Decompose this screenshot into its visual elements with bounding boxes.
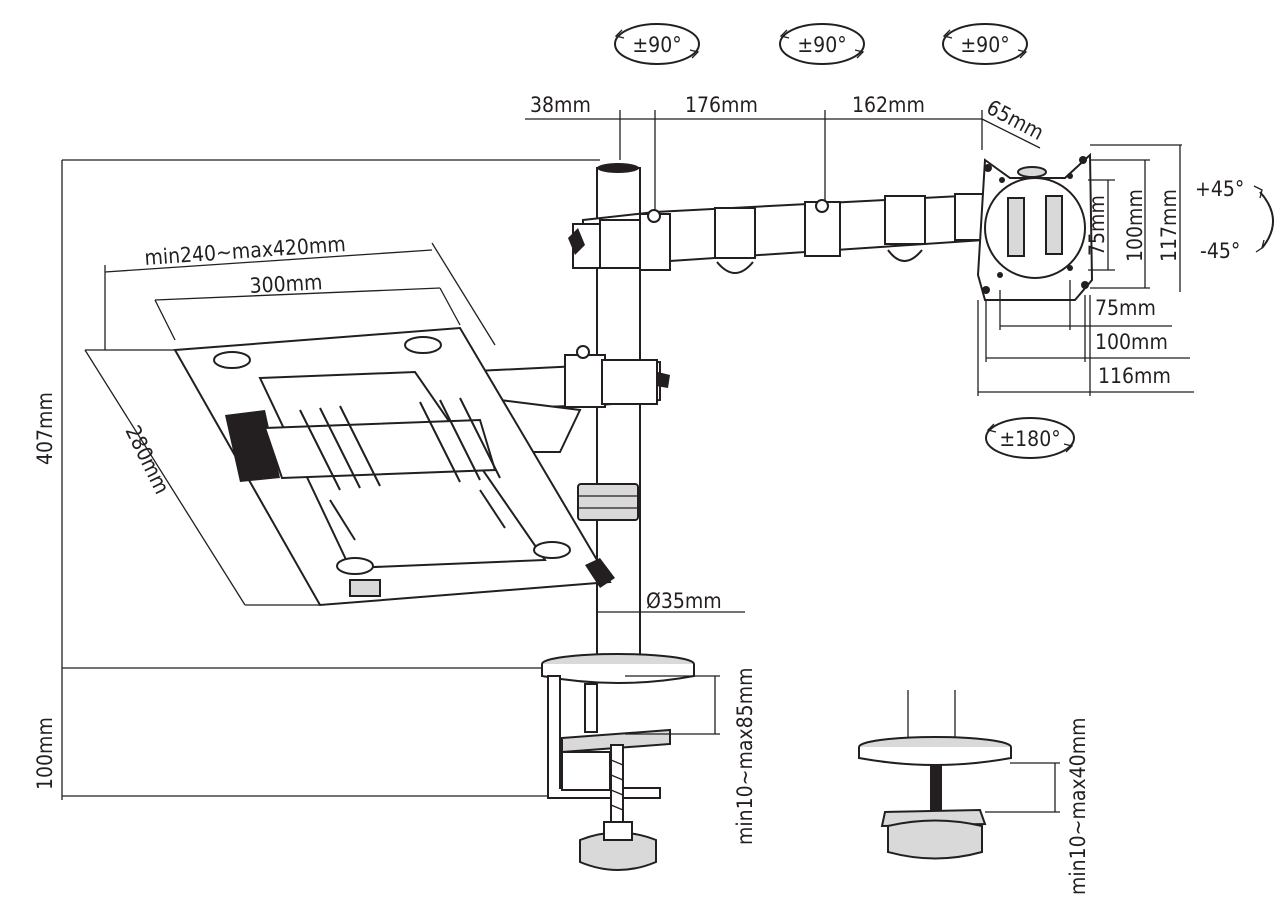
vesa-117-vertical-label: 117mm — [1157, 189, 1181, 262]
lower-arm — [454, 345, 670, 453]
vesa-116-horizontal-label: 116mm — [1098, 364, 1171, 388]
vesa-vertical-dimensions: 75mm 100mm 117mm — [1085, 144, 1182, 292]
first-arm-label: 176mm — [685, 93, 758, 117]
tray-width-range-label: min240~max420mm — [144, 232, 347, 270]
second-arm-label: 162mm — [852, 93, 925, 117]
pole-height-label: 407mm — [33, 392, 57, 465]
tray-depth-label: 280mm — [121, 422, 175, 498]
rotation-badge-vesa: ±180° — [985, 417, 1075, 459]
pole-diameter-label: Ø35mm — [646, 589, 722, 613]
rotation-label: ±180° — [999, 427, 1060, 451]
height-dimension: 407mm 100mm — [33, 159, 600, 800]
vesa-100-vertical-label: 100mm — [1123, 189, 1147, 262]
laptop-tray — [173, 326, 615, 607]
rotation-badge-arm-2: ±90° — [779, 23, 865, 65]
tilt-down-label: -45° — [1200, 239, 1240, 263]
tray-width-label: 300mm — [249, 270, 323, 298]
vesa-horizontal-dimensions: 75mm 100mm 116mm — [977, 280, 1194, 396]
rotation-label: ±90° — [632, 33, 681, 57]
tilt-up-label: +45° — [1195, 177, 1244, 201]
grommet-range-label: min10~max40mm — [1066, 717, 1090, 895]
tilt-indicator: +45° -45° — [1195, 177, 1274, 263]
rotation-label: ±90° — [797, 33, 846, 57]
desk-clamp — [541, 653, 695, 871]
vesa-plate — [976, 152, 1094, 301]
vesa-75-vertical-label: 75mm — [1085, 195, 1109, 256]
tray-vent-slots — [299, 397, 506, 541]
clamp-range-label: min10~max85mm — [733, 667, 757, 845]
pole-offset-label: 38mm — [530, 93, 591, 117]
rotation-badge-arm-1: ±90° — [614, 23, 700, 65]
head-offset-label: 65mm — [983, 95, 1048, 145]
rotation-label: ±90° — [960, 33, 1009, 57]
clamp-height-label: 100mm — [33, 717, 57, 790]
vesa-75-horizontal-label: 75mm — [1095, 296, 1156, 320]
rotation-badge-arm-3: ±90° — [942, 23, 1028, 65]
grommet-mount: min10~max40mm — [858, 690, 1090, 895]
upper-arm — [568, 193, 987, 274]
clamp-range-dimension: min10~max85mm — [625, 667, 757, 845]
vesa-100-horizontal-label: 100mm — [1095, 330, 1168, 354]
